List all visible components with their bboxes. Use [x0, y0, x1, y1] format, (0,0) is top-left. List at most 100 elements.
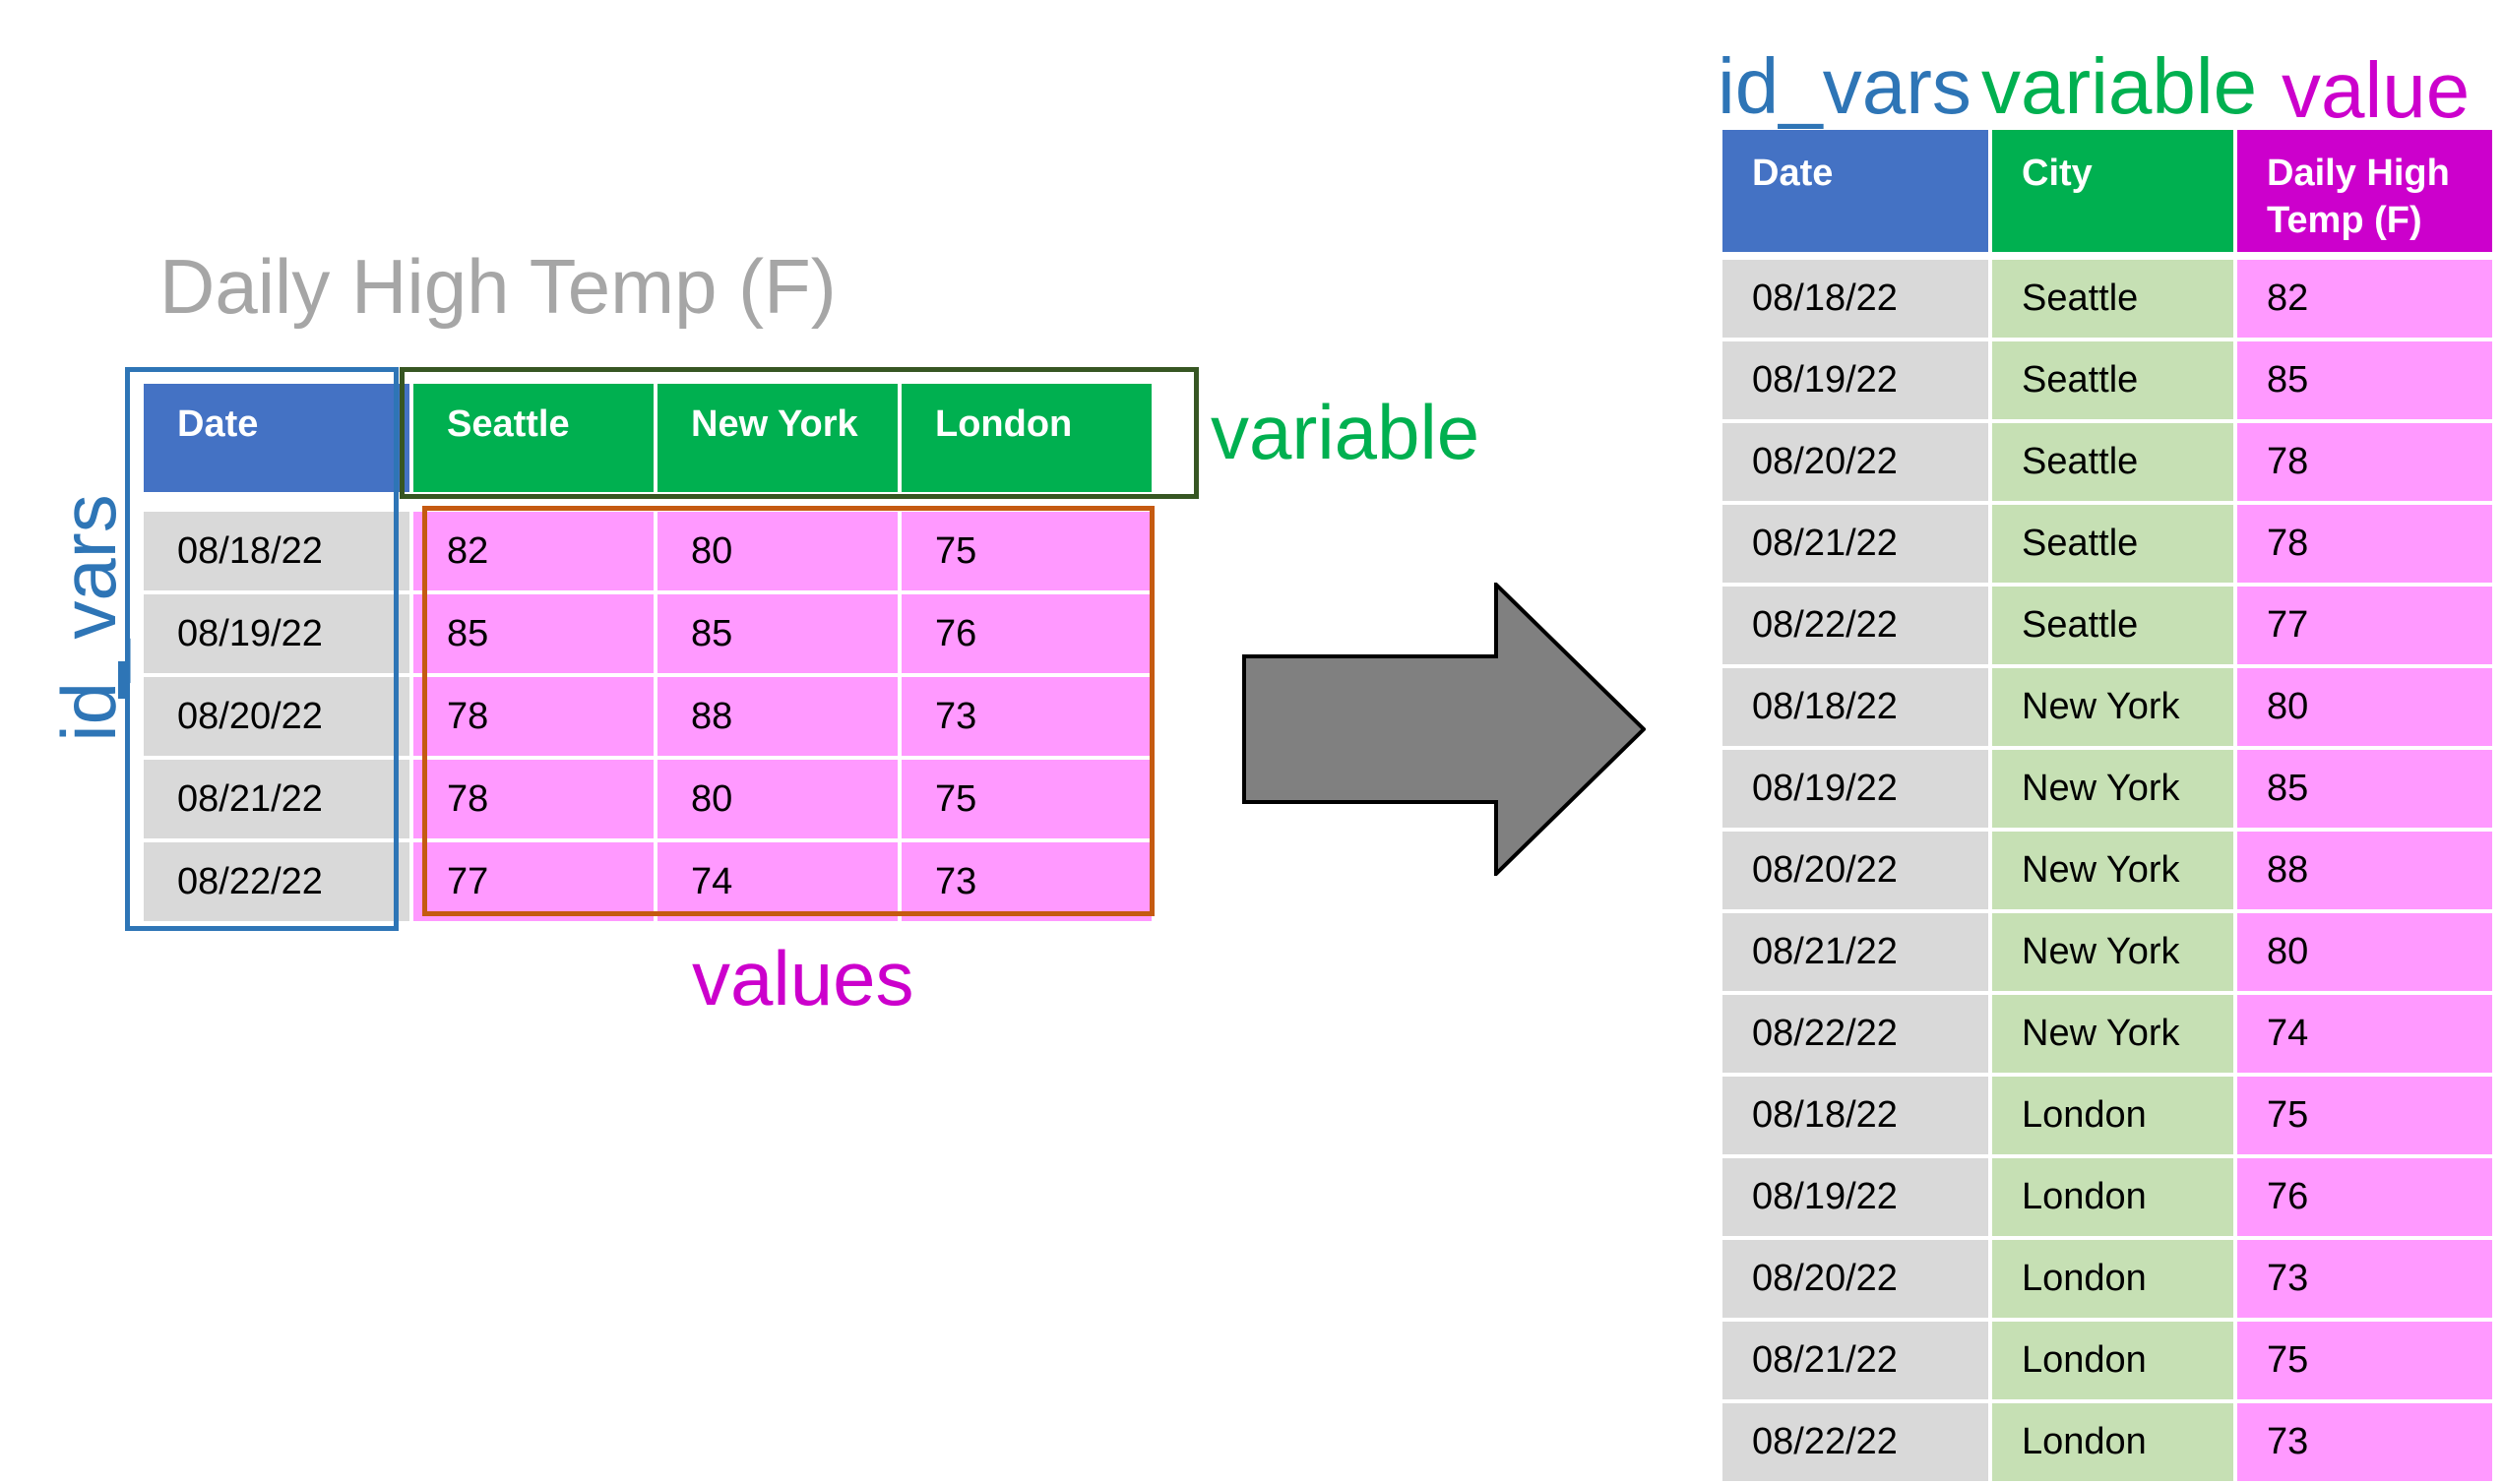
long-cell-value: 82 [2237, 260, 2492, 338]
long-value-label: value [2282, 46, 2471, 134]
long-cell-value: 74 [2237, 995, 2492, 1073]
wide-cell-date: 08/21/22 [144, 760, 409, 838]
long-cell-value: 88 [2237, 832, 2492, 909]
long-cell-date: 08/18/22 [1722, 1077, 1988, 1154]
wide-cell-date: 08/20/22 [144, 677, 409, 756]
wide-cell-value: 80 [657, 760, 898, 838]
long-cell-value: 78 [2237, 423, 2492, 501]
wide-header-date: Date [144, 384, 409, 492]
long-cell-value: 80 [2237, 668, 2492, 746]
long-cell-city: New York [1992, 750, 2233, 828]
long-id-vars-label: id_vars [1718, 42, 1971, 130]
wide-table-title: Daily High Temp (F) [159, 243, 837, 330]
long-cell-city: New York [1992, 668, 2233, 746]
wide-cell-value: 78 [413, 677, 654, 756]
long-cell-date: 08/19/22 [1722, 1158, 1988, 1236]
wide-table-row: 08/18/22 82 80 75 [144, 512, 1152, 590]
long-cell-value: 73 [2237, 1403, 2492, 1481]
long-cell-value: 80 [2237, 913, 2492, 991]
long-cell-date: 08/20/22 [1722, 423, 1988, 501]
long-cell-value: 85 [2237, 341, 2492, 419]
wide-cell-value: 73 [902, 842, 1152, 921]
long-cell-value: 73 [2237, 1240, 2492, 1318]
wide-cell-value: 85 [657, 594, 898, 673]
long-cell-city: London [1992, 1240, 2233, 1318]
wide-cell-value: 78 [413, 760, 654, 838]
long-cell-date: 08/21/22 [1722, 913, 1988, 991]
long-cell-value: 78 [2237, 505, 2492, 583]
long-cell-value: 75 [2237, 1077, 2492, 1154]
wide-header-new-york: New York [657, 384, 898, 492]
long-cell-city: Seattle [1992, 505, 2233, 583]
long-cell-city: Seattle [1992, 260, 2233, 338]
long-cell-date: 08/20/22 [1722, 1240, 1988, 1318]
variable-box [400, 367, 1199, 499]
id-vars-box [125, 367, 399, 931]
long-cell-city: New York [1992, 995, 2233, 1073]
wide-cell-date: 08/18/22 [144, 512, 409, 590]
long-cell-city: London [1992, 1077, 2233, 1154]
long-cell-city: Seattle [1992, 587, 2233, 664]
long-header-city: City [1992, 130, 2233, 252]
wide-table-row: 08/19/22 85 85 76 [144, 594, 1152, 673]
long-cell-date: 08/19/22 [1722, 341, 1988, 419]
values-box [422, 506, 1155, 916]
wide-table-header-row: Date Seattle New York London [144, 384, 1152, 492]
long-cell-city: London [1992, 1322, 2233, 1399]
long-cell-date: 08/19/22 [1722, 750, 1988, 828]
long-variable-label: variable [1981, 42, 2258, 130]
wide-cell-value: 82 [413, 512, 654, 590]
wide-cell-value: 76 [902, 594, 1152, 673]
long-cell-date: 08/21/22 [1722, 1322, 1988, 1399]
long-cell-date: 08/18/22 [1722, 260, 1988, 338]
long-cell-date: 08/22/22 [1722, 587, 1988, 664]
long-cell-value: 76 [2237, 1158, 2492, 1236]
wide-cell-value: 73 [902, 677, 1152, 756]
long-cell-city: New York [1992, 913, 2233, 991]
wide-cell-date: 08/19/22 [144, 594, 409, 673]
wide-cell-date: 08/22/22 [144, 842, 409, 921]
wide-cell-value: 88 [657, 677, 898, 756]
long-cell-value: 85 [2237, 750, 2492, 828]
wide-cell-value: 75 [902, 760, 1152, 838]
long-table-header-row: Date City Daily High Temp (F) [1722, 130, 2492, 252]
right-arrow-icon [1242, 583, 1646, 876]
long-cell-date: 08/20/22 [1722, 832, 1988, 909]
values-label: values [692, 935, 914, 1021]
long-cell-city: Seattle [1992, 341, 2233, 419]
wide-header-london: London [902, 384, 1152, 492]
long-cell-city: London [1992, 1158, 2233, 1236]
wide-cell-value: 74 [657, 842, 898, 921]
long-header-date: Date [1722, 130, 1988, 252]
wide-table-row: 08/21/22 78 80 75 [144, 760, 1152, 838]
wide-table-row: 08/22/22 77 74 73 [144, 842, 1152, 921]
wide-cell-value: 75 [902, 512, 1152, 590]
wide-cell-value: 80 [657, 512, 898, 590]
wide-table-row: 08/20/22 78 88 73 [144, 677, 1152, 756]
long-cell-city: Seattle [1992, 423, 2233, 501]
wide-cell-value: 77 [413, 842, 654, 921]
long-cell-city: New York [1992, 832, 2233, 909]
variable-label: variable [1211, 389, 1480, 475]
id-vars-box-tick [118, 661, 130, 699]
id-vars-label: id_vars [45, 494, 132, 742]
wide-cell-value: 85 [413, 594, 654, 673]
long-header-daily-high-temp: Daily High Temp (F) [2237, 130, 2492, 252]
long-cell-date: 08/21/22 [1722, 505, 1988, 583]
long-cell-value: 77 [2237, 587, 2492, 664]
